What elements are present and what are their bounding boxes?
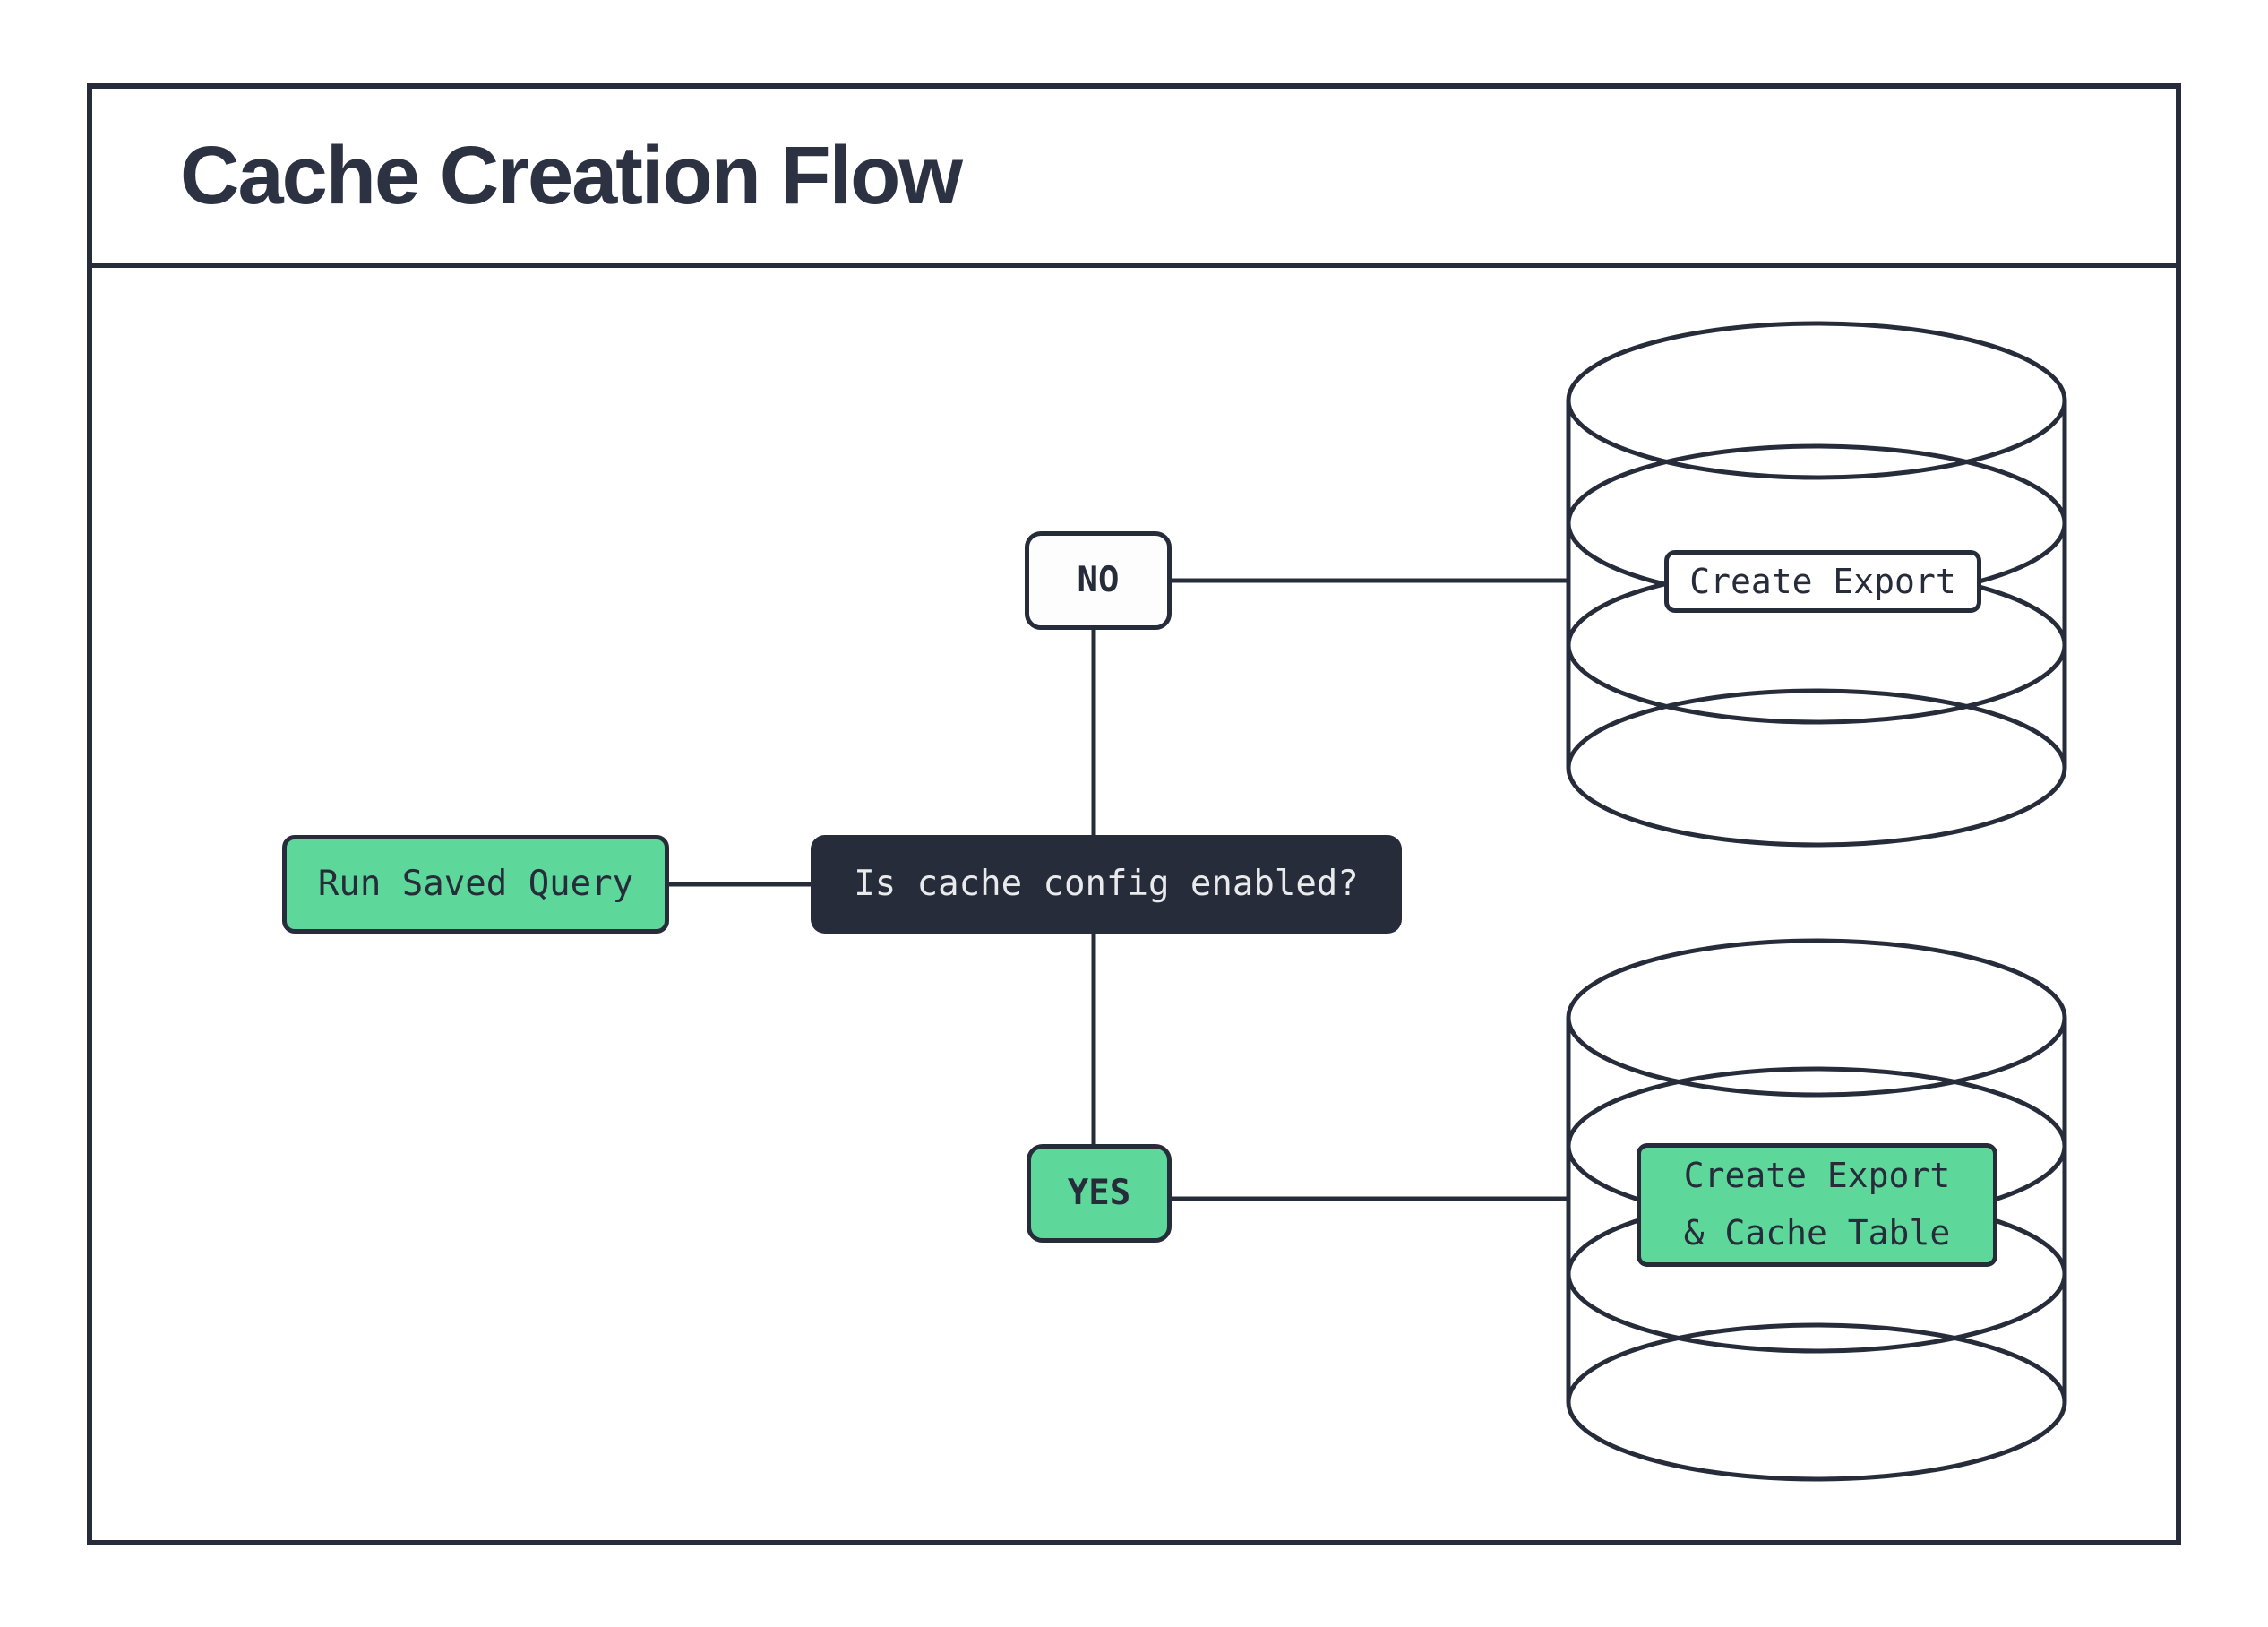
diagram-header: Cache Creation Flow [92, 89, 2176, 268]
diagram-frame: Cache Creation Flow [87, 83, 2181, 1545]
run-saved-query-label: Run Saved Query [317, 863, 634, 904]
database-disk [1566, 688, 2067, 848]
create-export-tag: Create Export [1664, 550, 1981, 613]
create-export-label: Create Export [1689, 562, 1956, 601]
database-disk [1566, 321, 2067, 480]
create-export-cache-table-tag: Create Export & Cache Table [1637, 1143, 1997, 1267]
cache-config-decision-label: Is cache config enabled? [854, 863, 1359, 904]
yes-branch-label: YES [1067, 1172, 1131, 1213]
cache-config-decision-node: Is cache config enabled? [811, 835, 1402, 934]
create-export-cache-table-label: Create Export & Cache Table [1683, 1156, 1951, 1253]
no-branch-node: NO [1025, 531, 1172, 630]
database-disk [1566, 1322, 2067, 1482]
run-saved-query-node: Run Saved Query [282, 835, 669, 934]
no-branch-label: NO [1077, 559, 1120, 600]
database-disk [1566, 938, 2067, 1098]
yes-branch-node: YES [1027, 1144, 1172, 1243]
page-title: Cache Creation Flow [180, 129, 963, 221]
